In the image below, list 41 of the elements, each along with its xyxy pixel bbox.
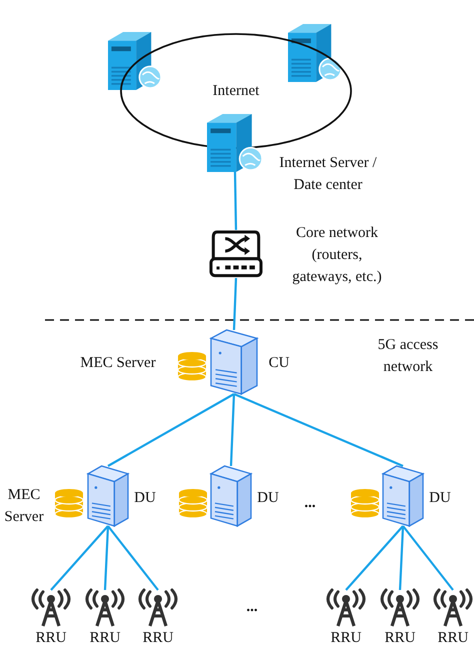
text-label: MEC Server [3,486,45,527]
connector-line [234,172,238,230]
node-caption: RRU [88,629,122,645]
server-icon [88,466,128,526]
server-icon [207,114,263,172]
antenna-tower-icon [327,590,365,626]
node-label: Internet [212,82,260,101]
connector-line [50,525,109,591]
node-caption: Core network (routers, gateways, etc.) [291,224,383,287]
router-icon [209,230,263,278]
connector-line [402,525,454,591]
node-caption: RRU [330,629,362,645]
server-icon [211,330,257,394]
node-caption: DU [428,489,452,508]
connector-line [230,394,236,466]
antenna-tower-icon [381,590,419,626]
server-icon [383,466,423,526]
node-caption: DU [133,489,157,508]
connector-line [104,526,110,590]
connector-line [234,392,404,468]
antenna-tower-icon [86,590,124,626]
node-caption: RRU [436,629,470,645]
connector-line [398,526,404,590]
node-caption: RRU [384,629,416,645]
connector-line [345,525,404,591]
connector-line [107,525,159,591]
antenna-tower-icon [32,590,70,626]
ellipse-region [120,33,352,149]
connector-line [232,278,238,330]
text-label: ... [303,494,317,513]
node-caption: RRU [34,629,68,645]
node-caption: Internet Server / Date center [278,154,378,195]
server-icon [211,466,251,526]
node-caption: DU [256,489,280,508]
node-caption: RRU [142,629,174,645]
antenna-tower-icon [139,590,177,626]
antenna-tower-icon [434,590,472,626]
text-label: ... [245,598,259,617]
node-caption: CU [268,354,290,373]
text-label: 5G access network [376,336,440,377]
text-label: MEC Server [79,354,157,373]
